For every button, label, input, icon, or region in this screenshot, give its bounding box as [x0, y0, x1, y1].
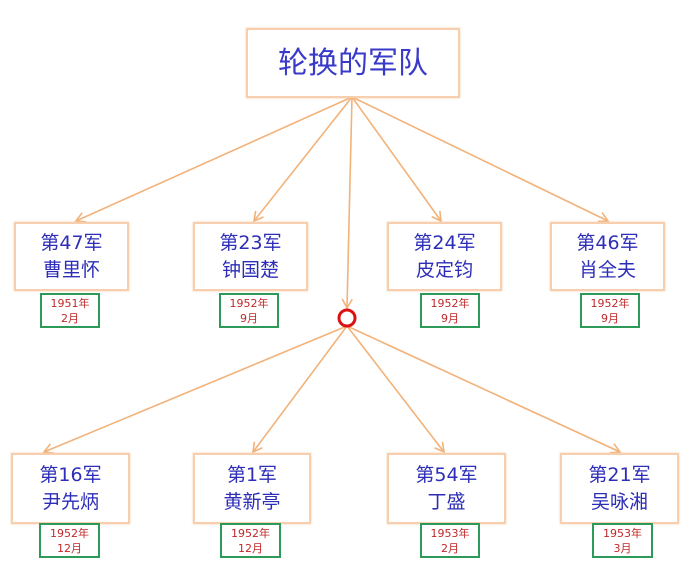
date-month: 12月	[57, 541, 82, 555]
title-box: 轮换的军队	[246, 28, 460, 98]
commander-name: 尹先炳	[41, 490, 99, 513]
arrow-to-54	[346, 325, 446, 454]
arrow-to-47	[74, 96, 353, 223]
commander-name: 丁盛	[427, 490, 466, 513]
date-year: 1953年	[603, 526, 642, 540]
army-name: 第47军	[40, 231, 103, 254]
date-year: 1953年	[430, 526, 470, 540]
date-year: 1952年	[590, 296, 630, 310]
title-text: 轮换的军队	[278, 45, 428, 81]
army-name: 第54军	[415, 463, 478, 486]
arrow-to-23	[252, 96, 353, 223]
arrow-to-junction	[341, 96, 353, 310]
date-month: 2月	[441, 541, 459, 555]
army-name: 第46军	[576, 231, 639, 254]
date-month: 3月	[613, 541, 632, 555]
date-year: 1952年	[231, 526, 270, 540]
commander-name: 钟国楚	[221, 258, 279, 281]
commander-name: 曹里怀	[42, 258, 100, 281]
army-name: 第1军	[226, 463, 278, 486]
commander-name: 黄新亭	[223, 490, 281, 513]
date-year: 1952年	[50, 526, 89, 540]
date-year: 1952年	[430, 296, 470, 310]
commander-name: 吴咏湘	[590, 490, 648, 513]
arrow-to-24	[351, 96, 442, 223]
commander-name: 肖全夫	[578, 258, 636, 281]
army-box: 第23军 钟国楚	[193, 222, 308, 291]
arrow-to-16	[42, 325, 348, 454]
junction-circle	[337, 308, 357, 328]
army-box: 第1军 黄新亭	[193, 453, 311, 524]
army-box: 第46军 肖全夫	[550, 222, 665, 291]
army-name: 第24军	[413, 231, 476, 254]
date-month: 12月	[238, 541, 263, 555]
date-year: 1952年	[229, 296, 269, 310]
commander-name: 皮定钧	[415, 258, 473, 281]
army-box: 第47军 曹里怀	[14, 222, 129, 291]
army-name: 第16军	[39, 463, 102, 486]
date-month: 2月	[61, 311, 79, 325]
arrow-to-1	[252, 325, 348, 454]
army-box: 第16军 尹先炳	[11, 453, 130, 524]
army-name: 第23军	[219, 231, 282, 254]
date-month: 9月	[441, 311, 459, 325]
date-month: 9月	[240, 311, 258, 325]
army-box: 第21军 吴咏湘	[560, 453, 679, 524]
arrow-to-21	[346, 325, 622, 454]
army-box: 第54军 丁盛	[387, 453, 506, 524]
army-name: 第21军	[588, 463, 651, 486]
army-box: 第24军 皮定钧	[387, 222, 502, 291]
arrow-to-46	[351, 96, 610, 223]
date-year: 1951年	[50, 296, 90, 310]
date-month: 9月	[601, 311, 619, 325]
